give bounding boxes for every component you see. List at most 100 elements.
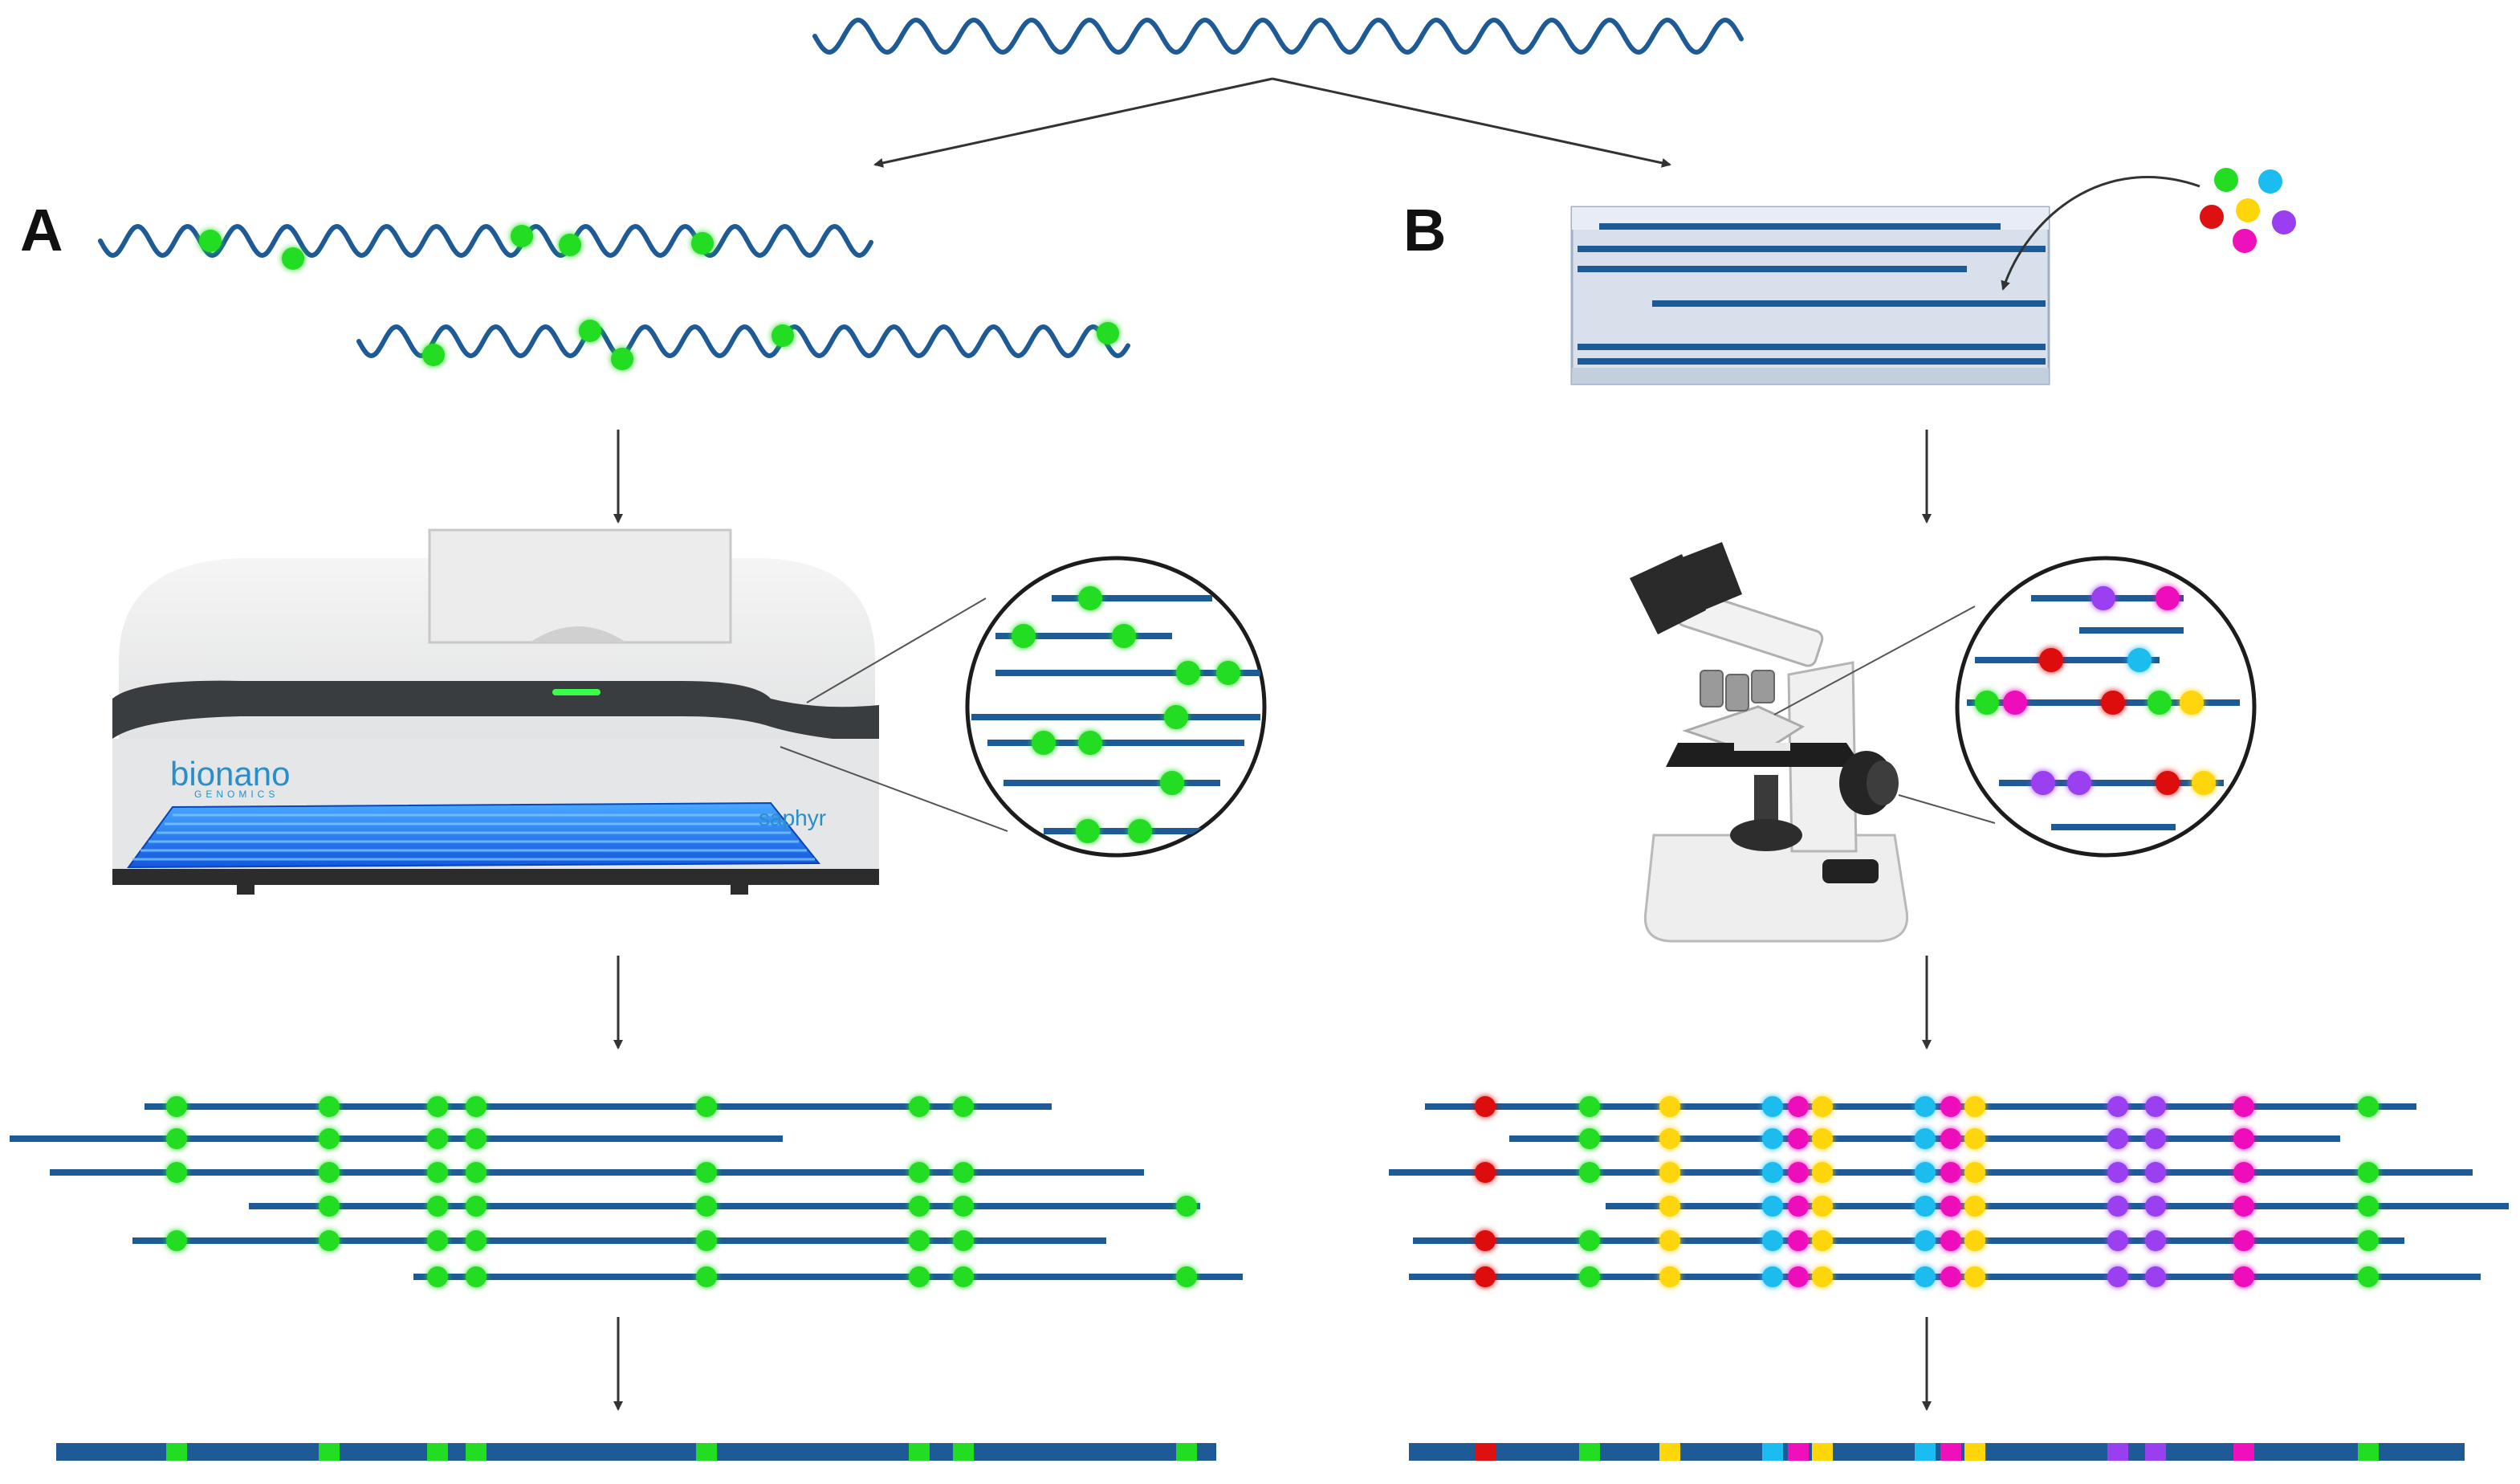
fluorescent-label xyxy=(1164,705,1188,729)
fluorescent-label xyxy=(2031,771,2055,795)
fluorescent-label xyxy=(1762,1162,1783,1183)
fluorescent-label xyxy=(1940,1162,1961,1183)
fluorescent-label xyxy=(1762,1096,1783,1117)
fluorescent-label xyxy=(2107,1230,2128,1251)
fluorescent-label xyxy=(166,1128,187,1149)
fluorescent-label xyxy=(2214,168,2238,192)
fluorescent-label xyxy=(953,1196,974,1217)
fluorescent-label xyxy=(1579,1162,1600,1183)
fluorescent-label xyxy=(2107,1196,2128,1217)
fluorescent-label xyxy=(1078,586,1102,610)
fluorescent-label xyxy=(2156,586,2180,610)
fluorescent-label xyxy=(1788,1162,1809,1183)
fluorescent-label xyxy=(1078,731,1102,755)
fluorescent-label xyxy=(1915,1162,1936,1183)
fluorescent-label xyxy=(2358,1266,2379,1287)
fluorescent-label xyxy=(1812,1196,1833,1217)
fluorescent-label xyxy=(909,1096,930,1117)
fluorescent-label xyxy=(466,1096,486,1117)
consensus-label xyxy=(909,1443,930,1461)
fluorescent-label xyxy=(1812,1128,1833,1149)
consensus-label xyxy=(1940,1443,1961,1461)
fluorescent-label xyxy=(166,1230,187,1251)
fluorescent-label xyxy=(319,1096,340,1117)
fluorescent-label xyxy=(2233,1096,2254,1117)
fluorescent-label xyxy=(2145,1096,2166,1117)
fluorescent-label xyxy=(2145,1266,2166,1287)
wave-labels xyxy=(199,225,1119,370)
fluorescent-label xyxy=(1915,1266,1936,1287)
fluorescent-label xyxy=(2233,1196,2254,1217)
fluorescent-label xyxy=(427,1162,448,1183)
dna-strand-icon xyxy=(98,17,1744,359)
fluorescent-label xyxy=(1964,1230,1985,1251)
consensus-label xyxy=(953,1443,974,1461)
consensus-label xyxy=(466,1443,486,1461)
fluorescent-label xyxy=(1176,1266,1197,1287)
fluorescent-label xyxy=(2233,1162,2254,1183)
fluorescent-label xyxy=(696,1230,717,1251)
fluorescent-label xyxy=(953,1096,974,1117)
fluorescent-label xyxy=(319,1162,340,1183)
fluorescent-label xyxy=(2192,771,2216,795)
fluorescent-label xyxy=(559,234,581,256)
fluorescent-label xyxy=(1940,1128,1961,1149)
fluorescent-label xyxy=(2180,691,2204,715)
fluorescent-label xyxy=(909,1230,930,1251)
fluorescent-label xyxy=(2039,648,2063,672)
dna-wave xyxy=(98,223,873,259)
fluorescent-label xyxy=(1762,1266,1783,1287)
consensus-label xyxy=(1762,1443,1783,1461)
consensus-label xyxy=(1788,1443,1809,1461)
fluorescent-label xyxy=(909,1266,930,1287)
consensus-label xyxy=(1176,1443,1197,1461)
fluorescent-label xyxy=(953,1230,974,1251)
fluorescent-label xyxy=(1762,1128,1783,1149)
fluorescent-label xyxy=(1012,624,1036,648)
fluorescent-label xyxy=(696,1096,717,1117)
fluorescent-label xyxy=(319,1196,340,1217)
fluorescent-label xyxy=(1475,1162,1496,1183)
fluorescent-label xyxy=(2147,691,2172,715)
fluorophore-dots-icon xyxy=(2200,168,2296,253)
consensus-label xyxy=(1475,1443,1496,1461)
fluorescent-label xyxy=(1940,1230,1961,1251)
fluorescent-label xyxy=(319,1128,340,1149)
fluorescent-label xyxy=(1788,1196,1809,1217)
magnifier-circle-b xyxy=(1773,556,2257,858)
fluorescent-label xyxy=(282,247,304,270)
fluorescent-label xyxy=(1915,1128,1936,1149)
fluorescent-label xyxy=(2107,1096,2128,1117)
optical-mapping-instrument-icon: bionano GENOMICS saphyr xyxy=(112,528,879,895)
consensus-label xyxy=(2107,1443,2128,1461)
fluorescent-label xyxy=(2233,1230,2254,1251)
fluorescent-label xyxy=(2233,1266,2254,1287)
fluorescent-label xyxy=(2233,229,2257,253)
fluorescent-label xyxy=(1128,819,1152,843)
fluorescent-label xyxy=(1964,1196,1985,1217)
fluorescent-label xyxy=(1076,819,1100,843)
fluorescent-label xyxy=(1659,1128,1680,1149)
fluorescent-label xyxy=(427,1266,448,1287)
fluorescent-label xyxy=(1812,1162,1833,1183)
fluorescent-label xyxy=(1659,1162,1680,1183)
fluorescent-label xyxy=(2156,771,2180,795)
fluorescent-label xyxy=(2107,1128,2128,1149)
consensus-label xyxy=(1964,1443,1985,1461)
fluorescent-label xyxy=(2258,169,2282,194)
split-arrows xyxy=(873,77,1671,168)
fluorescent-label xyxy=(199,230,222,252)
fluorescent-label xyxy=(1216,661,1240,685)
consensus-map-b xyxy=(1409,1443,2465,1461)
fluorescent-label xyxy=(422,344,445,366)
labeled-molecules-a xyxy=(10,1096,1243,1287)
fluorescent-label xyxy=(319,1230,340,1251)
fluorescent-label xyxy=(2091,586,2115,610)
fluorescent-label xyxy=(1940,1196,1961,1217)
fluorescent-label xyxy=(1762,1196,1783,1217)
fluorescent-label xyxy=(1475,1096,1496,1117)
fluorescent-label xyxy=(466,1128,486,1149)
consensus-label xyxy=(1915,1443,1936,1461)
panel-label-b: B xyxy=(1403,197,1446,263)
consensus-label xyxy=(2358,1443,2379,1461)
